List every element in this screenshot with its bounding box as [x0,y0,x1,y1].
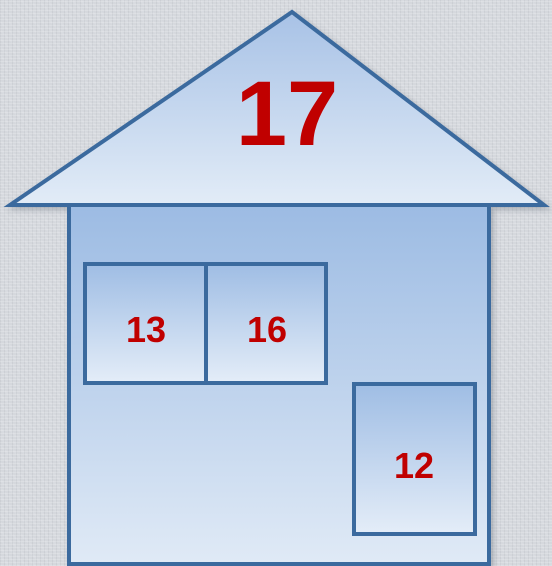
door-number: 12 [394,445,434,486]
roof-number: 17 [236,63,338,165]
window-right-number: 16 [247,309,287,350]
window-left-number: 13 [126,309,166,350]
